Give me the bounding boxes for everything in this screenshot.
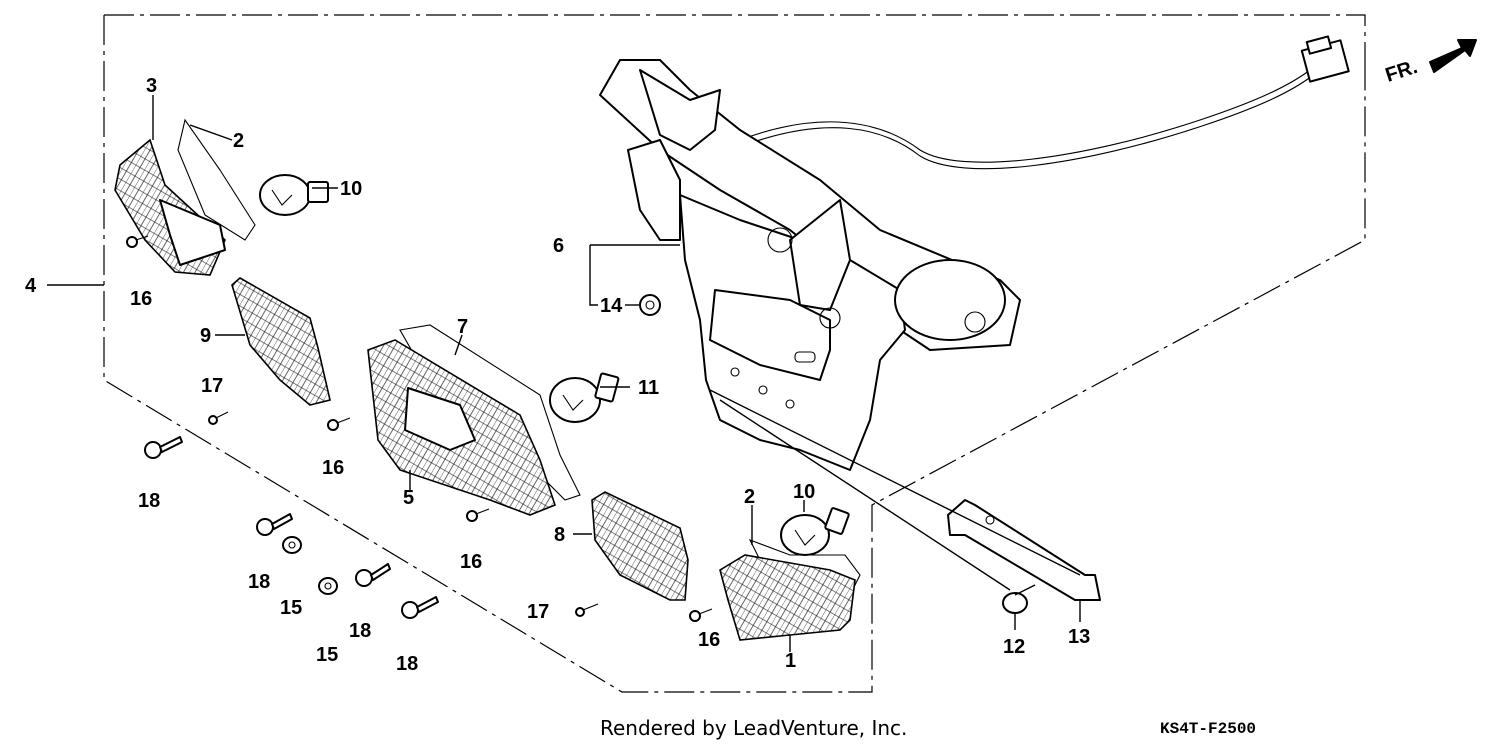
callout-1: 1: [785, 650, 796, 672]
tail-lens: [367, 324, 620, 516]
callout-13: 13: [1068, 626, 1090, 648]
callout-14: 14: [600, 295, 623, 317]
screw-16c: [466, 508, 490, 522]
callout-6: 6: [553, 235, 564, 257]
nut-14: [639, 294, 661, 316]
callout-11: 11: [638, 377, 659, 399]
callout-7: 7: [457, 316, 468, 338]
callout-16d: 16: [698, 629, 720, 651]
screw-16d: [689, 608, 713, 622]
reflector-8: [591, 491, 689, 601]
leader-lines: [47, 95, 1081, 652]
front-direction-label: FR.: [1383, 56, 1420, 87]
reflector-9: [231, 277, 331, 406]
bolt-18b: [256, 513, 293, 536]
callout-3: 3: [146, 75, 157, 97]
left-turn-signal: [114, 118, 329, 276]
screw-16a: [126, 235, 149, 248]
wire-harness: [739, 35, 1350, 170]
callout-15b: 15: [316, 644, 338, 666]
screw-17a: [208, 411, 229, 425]
callout-4: 4: [25, 275, 37, 297]
callout-2b: 2: [744, 486, 755, 508]
callout-18c: 18: [349, 620, 371, 642]
callout-5: 5: [403, 487, 414, 509]
callout-16c: 16: [460, 551, 482, 573]
bolt-18d: [401, 596, 439, 619]
taillight-housing: [599, 59, 1021, 471]
credit-text: Rendered by LeadVenture, Inc.: [600, 716, 908, 740]
callout-10a: 10: [340, 178, 362, 200]
assembly-boundary: [103, 14, 1366, 693]
callout-15a: 15: [280, 597, 302, 619]
fasteners: [126, 235, 713, 622]
screw-17b: [575, 603, 599, 617]
washer-15b: [318, 577, 338, 595]
callout-16b: 16: [322, 457, 344, 479]
callout-8: 8: [554, 524, 565, 546]
callout-18b: 18: [248, 571, 270, 593]
callout-2a: 2: [233, 130, 244, 152]
bolt-18a: [144, 436, 183, 459]
drawing-code: KS4T-F2500: [1160, 720, 1257, 738]
callout-10b: 10: [793, 481, 815, 503]
screw-16b: [327, 417, 351, 431]
callout-17a: 17: [201, 375, 223, 397]
callout-18d: 18: [396, 653, 418, 675]
callouts: 1 2 2 3 4 5 6 7 8 9 10 10 11 12 13 14 15…: [25, 75, 1090, 675]
bolt-18c: [355, 563, 391, 587]
callout-16a: 16: [130, 288, 152, 310]
right-turn-signal: [719, 507, 861, 641]
callout-9: 9: [200, 325, 211, 347]
callout-18a: 18: [138, 490, 160, 512]
callout-17b: 17: [527, 601, 549, 623]
front-direction-arrow: FR.: [1383, 39, 1477, 87]
washer-15a: [282, 536, 302, 554]
bolt-12: [1002, 592, 1028, 614]
license-bracket: [947, 499, 1101, 601]
callout-12: 12: [1003, 636, 1025, 658]
